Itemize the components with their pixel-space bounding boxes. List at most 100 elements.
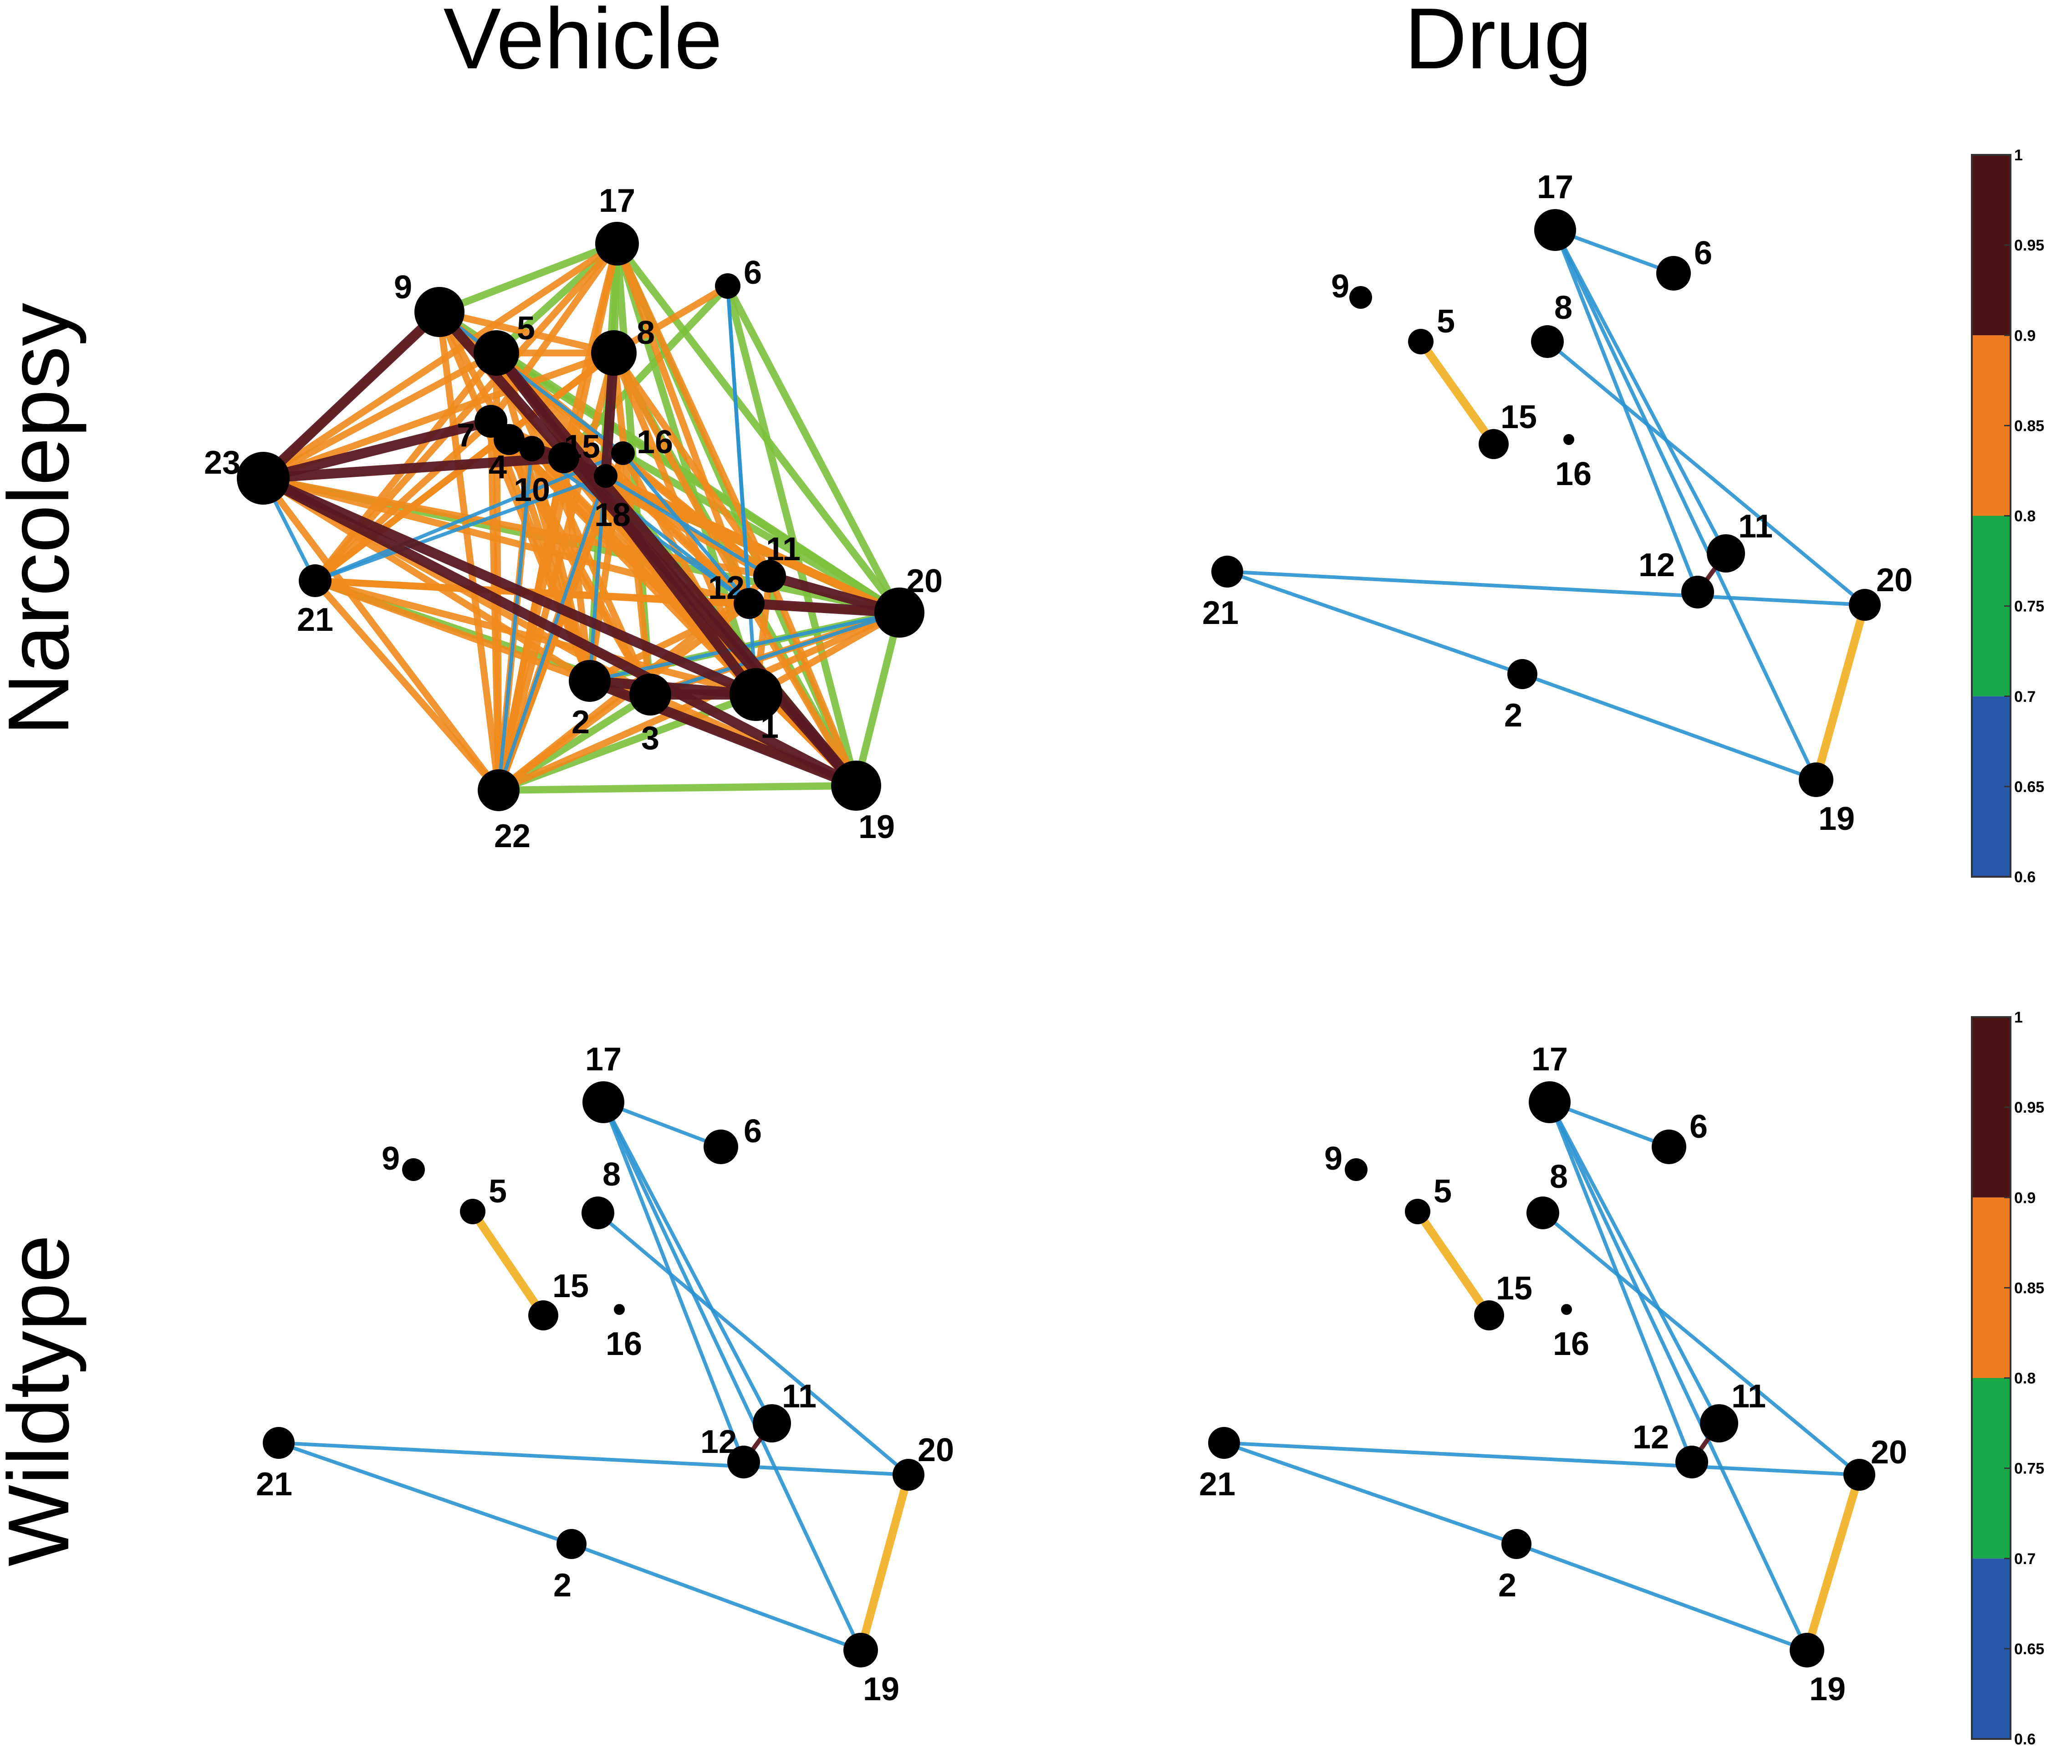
edge-6-19 [724, 282, 860, 789]
node-label-22: 22 [494, 818, 531, 854]
edge-5-20 [493, 349, 903, 616]
edge-17-9 [436, 240, 621, 316]
colorbar-tick-label: 0.6 [2014, 869, 2036, 886]
node-label-18: 18 [594, 497, 631, 533]
edge-20-1 [752, 609, 903, 698]
node-22 [478, 769, 520, 811]
node-label-21: 21 [297, 602, 333, 638]
edge-21-2 [1222, 1441, 1518, 1546]
colorbar-tick-label: 0.95 [2014, 1099, 2044, 1116]
colorbar-tick-label: 1 [2014, 1009, 2023, 1026]
node-label-12: 12 [1638, 547, 1675, 583]
edge-22-19 [495, 782, 860, 794]
colorbar-tick-label: 0.85 [2014, 1279, 2044, 1297]
node-21 [1211, 556, 1243, 588]
node-label-16: 16 [637, 424, 673, 460]
node-5 [474, 330, 519, 376]
column-header-vehicle: Vehicle [444, 0, 723, 87]
node-label-9: 9 [394, 269, 412, 306]
node-23 [237, 452, 290, 505]
node-label-17: 17 [599, 183, 635, 219]
colorbar-tick-label: 0.95 [2014, 237, 2044, 254]
edge-21-18 [313, 474, 607, 583]
node-label-2: 2 [572, 704, 590, 741]
node-label-11: 11 [1731, 1378, 1766, 1415]
node-label-11: 11 [1738, 508, 1773, 545]
node-17 [1534, 209, 1576, 251]
edge-17-19 [602, 1100, 862, 1652]
node-label-5: 5 [1434, 1173, 1452, 1210]
edge-17-19 [1548, 1100, 1809, 1652]
edge-21-22 [311, 577, 502, 794]
edge-2-19 [570, 1542, 862, 1652]
colorbar-tick-label: 0.7 [2014, 688, 2036, 706]
node-17 [582, 1081, 624, 1123]
node-label-1: 1 [760, 709, 779, 745]
edge-11-19 [766, 573, 860, 789]
colorbar-band-2 [1972, 516, 2011, 696]
edge-5-15 [1417, 337, 1498, 448]
edge-5-1 [491, 348, 761, 700]
node-15 [528, 1300, 558, 1330]
node-15 [548, 442, 579, 473]
edge-23-15 [258, 453, 569, 483]
node-20 [1849, 589, 1881, 621]
node-label-20: 20 [918, 1432, 954, 1468]
node-label-11: 11 [782, 1378, 817, 1415]
colorbar-band-3 [1972, 696, 2011, 877]
node-16 [611, 441, 635, 465]
node-11 [753, 560, 786, 593]
node-label-15: 15 [564, 429, 600, 465]
node-19 [831, 761, 881, 811]
node-label-20: 20 [1871, 1434, 1907, 1471]
node-label-2: 2 [553, 1567, 572, 1604]
edge-21-2 [277, 1441, 573, 1546]
node-1 [730, 668, 782, 721]
node-12 [1675, 1446, 1708, 1478]
node-9 [402, 1158, 425, 1181]
edge-15-22 [495, 454, 567, 794]
node-label-3: 3 [641, 720, 659, 757]
edge-2-19 [1515, 1542, 1809, 1652]
colorbar-band-3 [1972, 1558, 2011, 1739]
edge-23-17 [260, 240, 621, 482]
node-label-12: 12 [700, 1424, 737, 1460]
node-label-9: 9 [1324, 1140, 1342, 1177]
edge-9-22 [436, 308, 502, 794]
edge-5-15 [1414, 1207, 1493, 1319]
colorbar-tick-label: 0.75 [2014, 598, 2044, 615]
edge-23-1 [258, 473, 761, 700]
node-8 [591, 330, 637, 376]
edge-20-19 [1803, 1471, 1863, 1654]
edge-21-20 [1225, 570, 1867, 607]
edge-21-1 [311, 577, 760, 698]
node-5 [1408, 329, 1434, 354]
colorbar-tick-label: 0.75 [2014, 1460, 2044, 1478]
colorbar-tick-label: 0.9 [2014, 327, 2036, 344]
node-label-9: 9 [1331, 268, 1349, 305]
edge-20-19 [1812, 601, 1869, 784]
node-11 [1700, 1404, 1738, 1442]
edge-17-19 [1553, 228, 1818, 782]
edge-17-12 [1548, 1100, 1694, 1464]
node-label-21: 21 [256, 1466, 292, 1503]
edge-16-12 [621, 451, 751, 605]
node-12 [734, 588, 765, 619]
edge-21-16 [313, 451, 625, 583]
edge-8-20 [1541, 1211, 1861, 1477]
node-label-7: 7 [457, 417, 475, 454]
edge-12-19 [745, 600, 860, 789]
node-label-16: 16 [606, 1326, 642, 1362]
edge-5-15 [469, 1207, 547, 1319]
node-label-10: 10 [514, 472, 550, 508]
colorbar-band-1 [1972, 1197, 2011, 1378]
node-16 [614, 1304, 625, 1315]
node-4 [494, 424, 525, 455]
node-19 [1799, 762, 1833, 797]
node-17 [1529, 1081, 1571, 1123]
edge-8-20 [1546, 340, 1867, 607]
colorbar-bottom: 10.950.90.850.80.750.70.650.6 [1971, 1009, 2044, 1748]
edge-18-11 [604, 474, 771, 578]
node-19 [843, 1633, 878, 1667]
